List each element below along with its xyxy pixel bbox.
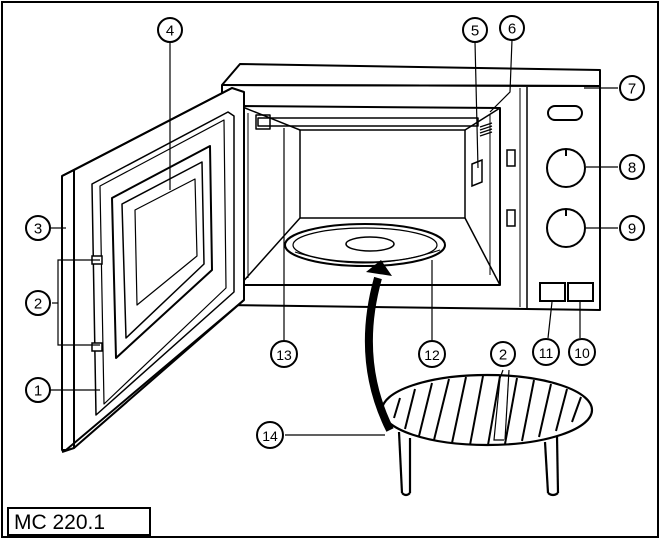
callout-circle-3 <box>25 215 51 241</box>
callout-9: 9 <box>628 221 636 238</box>
callout-circle-11 <box>532 338 560 366</box>
door <box>61 87 245 453</box>
callout-circle-12 <box>418 340 446 368</box>
callout-labels: 1 2 3 4 5 6 7 8 9 10 11 12 13 2 14 <box>34 21 636 445</box>
callout-circle-14 <box>256 421 284 449</box>
callout-circle-2-left <box>25 290 51 316</box>
door-release-button <box>539 282 566 302</box>
microwave-body <box>221 63 601 311</box>
start-button <box>567 282 594 302</box>
callouts <box>25 15 645 449</box>
waveguide-cover <box>471 158 483 188</box>
callout-circle-1 <box>25 377 51 403</box>
model-label-box: MC 220.1 <box>7 507 151 536</box>
callout-circle-13 <box>270 340 298 368</box>
callout-2-left: 2 <box>34 296 42 313</box>
vent-grille <box>479 122 493 137</box>
model-label: MC 220.1 <box>14 511 105 534</box>
callout-1: 1 <box>34 383 42 400</box>
leader-lines <box>50 39 618 441</box>
callout-circle-9 <box>619 215 645 241</box>
callout-13: 13 <box>276 347 292 363</box>
display-window <box>547 105 583 121</box>
insert-arrow <box>364 260 394 432</box>
callout-7: 7 <box>628 81 636 98</box>
callout-5: 5 <box>471 23 479 40</box>
callout-10: 10 <box>574 345 590 361</box>
callout-circle-4 <box>157 17 183 43</box>
callout-14: 14 <box>262 428 278 444</box>
callout-6: 6 <box>508 21 516 38</box>
callout-4: 4 <box>166 23 174 40</box>
control-panel <box>539 105 594 302</box>
callout-circle-2-rack <box>490 341 516 367</box>
callout-11: 11 <box>539 345 554 361</box>
turntable <box>284 223 446 267</box>
callout-circle-5 <box>462 17 488 43</box>
callout-3: 3 <box>34 221 42 238</box>
rack-bars <box>393 375 582 446</box>
callout-circle-7 <box>619 75 645 101</box>
callout-circle-6 <box>499 15 525 41</box>
callout-12: 12 <box>424 347 440 363</box>
callout-2-rack: 2 <box>499 347 507 364</box>
callout-circle-10 <box>568 338 596 366</box>
latch-slots <box>506 149 516 227</box>
callout-8: 8 <box>628 160 636 177</box>
callout-circle-8 <box>619 154 645 180</box>
